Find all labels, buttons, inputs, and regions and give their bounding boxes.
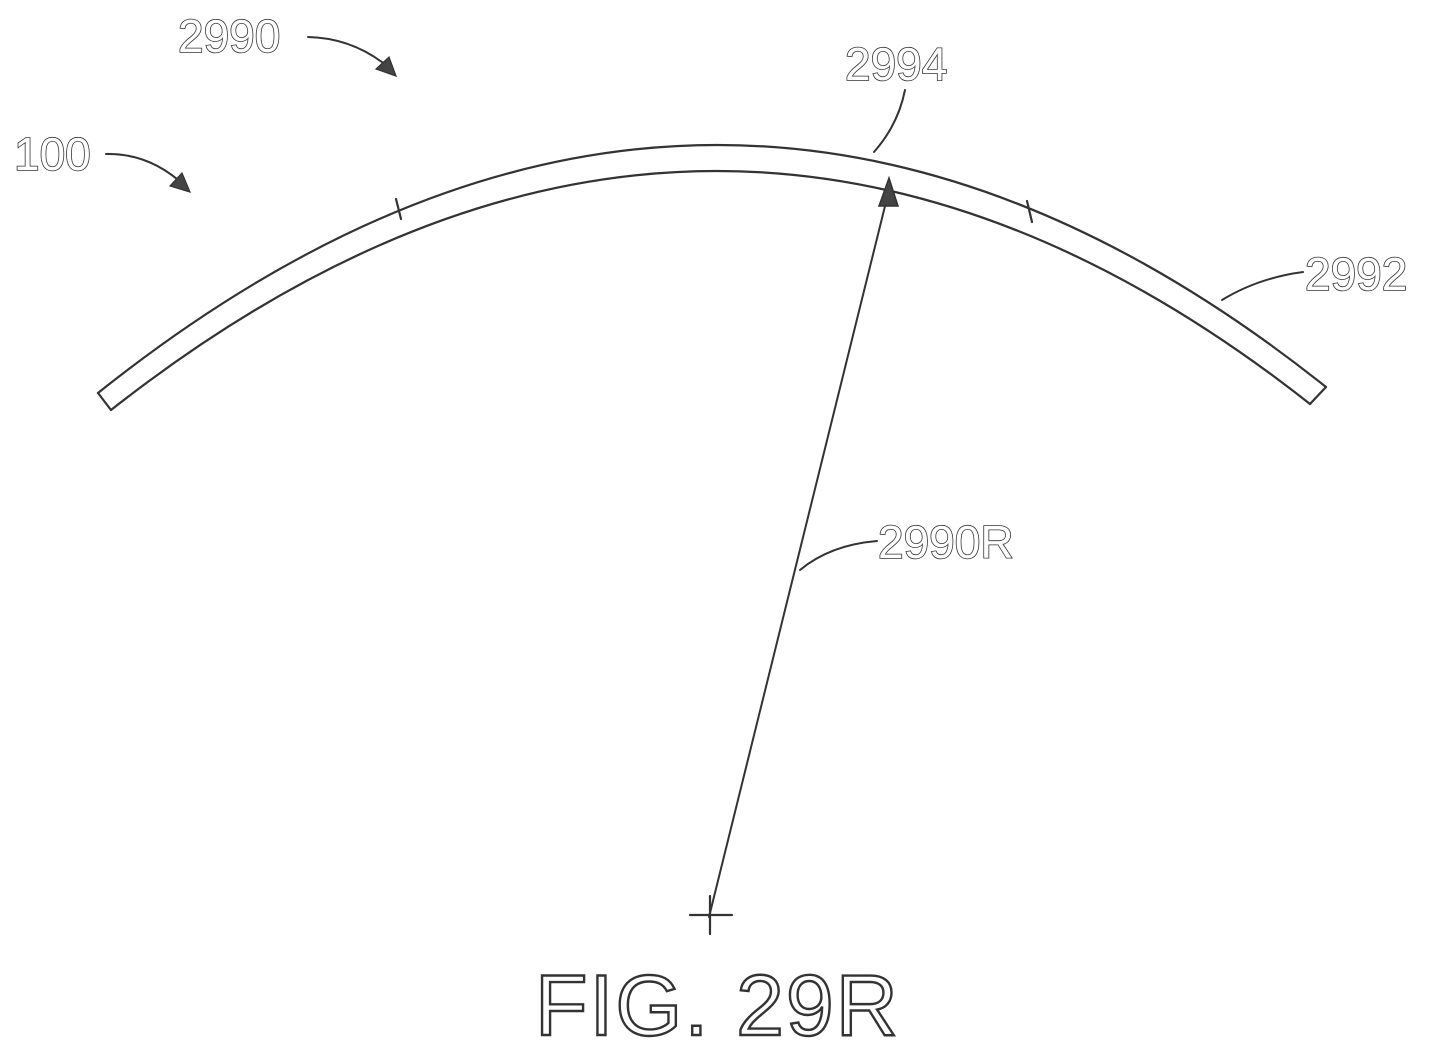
leader-line-2990R	[800, 541, 877, 570]
leader-line-2992	[1222, 272, 1303, 300]
label-2990: 2990	[178, 10, 280, 62]
label-2990R: 2990R	[878, 516, 1014, 568]
label-100: 100	[14, 128, 91, 180]
leader-line-2994	[874, 90, 905, 152]
label-2994: 2994	[845, 38, 947, 90]
leader-arrow-2990	[308, 37, 396, 76]
label-2992: 2992	[1305, 248, 1407, 300]
figure-caption: FIG. 29R	[535, 958, 900, 1051]
leader-arrow-100	[106, 154, 190, 192]
center-point-mark	[690, 896, 732, 934]
curved-band-2992	[98, 145, 1326, 410]
radius-line-2990R	[709, 178, 898, 917]
